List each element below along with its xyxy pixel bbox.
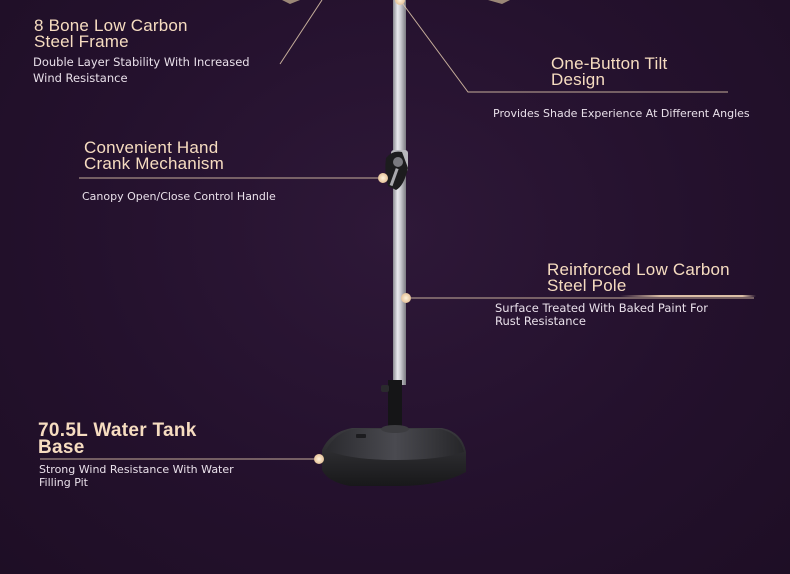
feature-frame-title: 8 Bone Low Carbon Steel Frame	[34, 16, 188, 51]
feature-pole-title-line-1: Reinforced Low Carbon	[547, 260, 730, 279]
feature-tilt-description: Provides Shade Experience At Different A…	[493, 107, 750, 121]
feature-frame-desc-line-1: Double Layer Stability With Increased	[33, 55, 250, 69]
feature-crank-title: Convenient Hand Crank Mechanism	[84, 138, 224, 173]
callout-dot-pole	[401, 293, 411, 303]
feature-crank-title-line-1: Convenient Hand	[84, 138, 219, 157]
upper-pole	[393, 0, 406, 385]
feature-frame-desc-line-2: Wind Resistance	[33, 71, 128, 85]
feature-base-title-line-1: 70.5L Water Tank	[38, 420, 197, 441]
feature-crank-description: Canopy Open/Close Control Handle	[82, 190, 276, 204]
feature-pole-desc-line-2: Rust Resistance	[495, 314, 586, 328]
callout-dot-tilt	[395, 0, 405, 5]
feature-tilt-title-line-1: One-Button Tilt	[551, 54, 668, 73]
feature-crank-title-line-2: Crank Mechanism	[84, 154, 224, 173]
feature-frame-description: Double Layer Stability With Increased Wi…	[33, 54, 250, 86]
feature-pole-desc-line-1: Surface Treated With Baked Paint For	[495, 301, 709, 315]
feature-base-desc-line-2: Filling Pit	[39, 476, 88, 489]
feature-pole-description: Surface Treated With Baked Paint For Rus…	[495, 302, 708, 328]
callout-line-frame	[279, 0, 323, 65]
feature-base-title-line-2: Base	[38, 437, 85, 458]
feature-base-desc-line-1: Strong Wind Resistance With Water	[39, 463, 234, 476]
feature-tilt-desc-line-1: Provides Shade Experience At Different A…	[493, 107, 750, 120]
feature-base-title: 70.5L Water Tank Base	[38, 420, 197, 458]
canopy-rib-right	[488, 0, 510, 4]
crank-handle-group	[385, 151, 408, 190]
feature-tilt-title: One-Button Tilt Design	[551, 54, 668, 89]
feature-pole-title: Reinforced Low Carbon Steel Pole	[547, 260, 730, 295]
canopy-rib-left	[282, 0, 300, 4]
feature-pole-underline	[620, 295, 756, 297]
callout-line-tilt	[399, 0, 728, 93]
base-sleeve	[388, 380, 402, 426]
sleeve-knob	[381, 385, 389, 392]
feature-tilt-title-line-2: Design	[551, 70, 606, 89]
feature-frame-title-line-1: 8 Bone Low Carbon	[34, 16, 188, 35]
water-tank-base	[322, 425, 466, 486]
feature-crank-desc-line-1: Canopy Open/Close Control Handle	[82, 190, 276, 203]
feature-frame-title-line-2: Steel Frame	[34, 32, 129, 51]
feature-pole-title-line-2: Steel Pole	[547, 276, 627, 295]
feature-base-description: Strong Wind Resistance With Water Fillin…	[39, 463, 234, 489]
callout-dot-base	[314, 454, 324, 464]
callout-dot-crank	[378, 173, 388, 183]
